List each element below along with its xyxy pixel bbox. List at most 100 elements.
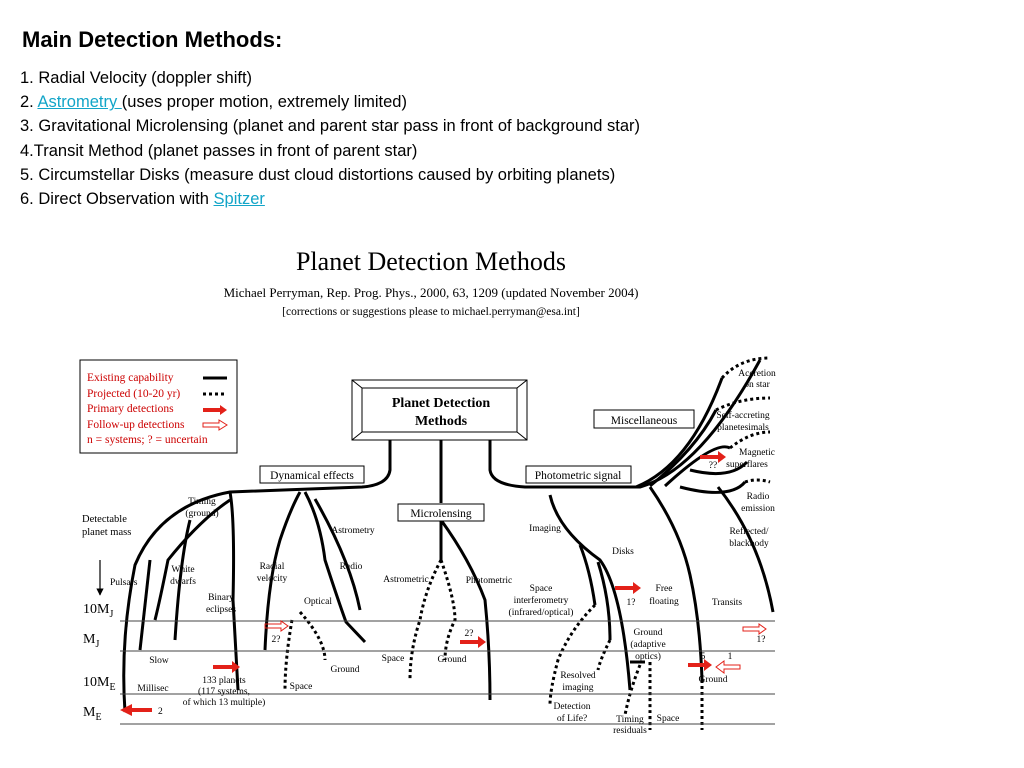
legend-note: n = systems; ? = uncertain: [87, 434, 208, 446]
label-radial-2: velocity: [257, 574, 288, 584]
label-gao-3: optics): [635, 651, 661, 662]
label-accretion-1: Accretion: [738, 369, 776, 379]
spitzer-link[interactable]: Spitzer: [213, 190, 265, 209]
label-planets-1: 133 planets: [202, 676, 246, 686]
mass-level-10mj: 10MJ: [83, 602, 113, 620]
legend: Existing capability Projected (10-20 yr)…: [79, 359, 238, 454]
figure-corrections: [corrections or suggestions please to mi…: [282, 306, 580, 318]
legend-primary: Primary detections: [87, 403, 174, 415]
list-item-microlensing: 3. Gravitational Microlensing (planet an…: [20, 114, 640, 138]
label-transits: Transits: [712, 598, 743, 608]
item-text: Radial Velocity (doppler shift): [38, 69, 253, 87]
figure-citation: Michael Perryman, Rep. Prog. Phys., 2000…: [224, 285, 639, 300]
tree-solid-lines: [122, 359, 775, 713]
item-text: (uses proper motion, extremely limited): [121, 93, 407, 112]
label-selfacc-1: Self-accreting: [716, 410, 770, 421]
group-dynamical: Dynamical effects: [270, 470, 354, 482]
item-number: 2.: [20, 93, 38, 112]
label-resolved-1: Resolved: [560, 671, 596, 681]
label-reflected-1: Reflected/: [729, 526, 768, 537]
root-box: Planet Detection Methods: [351, 379, 528, 441]
label-binary-1: Binary: [208, 593, 234, 603]
root-line1: Planet Detection: [392, 396, 491, 411]
arrow-primary-radial: [213, 661, 240, 673]
arrow-primary-transits: [688, 659, 712, 671]
label-timing-res-1: Timing: [616, 715, 644, 725]
arrow-followup-transits: [715, 660, 741, 674]
label-planets-3: of which 13 multiple): [183, 697, 266, 708]
mass-level-me: ME: [83, 705, 102, 723]
label-disks: Disks: [612, 547, 634, 557]
mass-axis-label-line2: planet mass: [82, 527, 131, 538]
item-number: 3.: [20, 117, 39, 136]
arrow-primary-free: [615, 582, 641, 594]
label-selfacc-2: planetesimals: [717, 423, 769, 433]
slide-heading: Main Detection Methods:: [22, 27, 283, 52]
legend-projected: Projected (10-20 yr): [87, 388, 180, 400]
count-tr-fu: 1: [728, 652, 733, 662]
list-item-transit: 4.Transit Method (planet passes in front…: [20, 139, 640, 163]
label-ground-transits: Ground: [698, 675, 727, 685]
figure-title: Planet Detection Methods: [296, 247, 566, 276]
label-timing-res-2: residuals: [613, 726, 647, 736]
item-number: 5.: [20, 165, 39, 184]
label-space-micro: Space: [382, 654, 405, 664]
label-planets-2: (117 systems,: [198, 686, 250, 697]
list-item-direct-observation: 6. Direct Observation with Spitzer: [20, 187, 640, 211]
count-opt-fu: 2?: [272, 635, 281, 645]
count-mag: ??: [709, 461, 717, 471]
label-timing-ground-2: (ground): [185, 508, 218, 519]
label-sint-1: Space: [530, 584, 553, 594]
legend-followup: Follow-up detections: [87, 419, 185, 431]
label-radio-em-1: Radio: [747, 492, 770, 502]
detection-arrows: 2 2? 2? 1? 5 1 1? ??: [120, 451, 767, 717]
label-space-imaging: Space: [657, 714, 680, 724]
label-space-optical: Space: [290, 682, 313, 692]
label-radio-em-2: emission: [741, 504, 775, 514]
astrometry-link[interactable]: Astrometry: [37, 93, 122, 112]
count-ms: 2: [158, 707, 163, 717]
tree-dotted-lines: [283, 356, 771, 730]
legend-existing: Existing capability: [87, 372, 174, 384]
arrow-primary-millisec: [120, 704, 152, 716]
label-sint-3: (infrared/optical): [509, 607, 574, 618]
label-magnetic-1: Magnetic: [739, 448, 775, 458]
list-item-disks: 5. Circumstellar Disks (measure dust clo…: [20, 163, 640, 187]
label-life-1: Detection: [554, 702, 591, 712]
label-sint-2: interferometry: [514, 595, 569, 606]
label-ground-optical: Ground: [330, 665, 359, 675]
label-astrometry: Astrometry: [331, 526, 375, 536]
label-millisec: Millisec: [137, 684, 168, 694]
label-free-1: Free: [656, 584, 673, 594]
label-imaging: Imaging: [529, 524, 561, 534]
item-number: 4.: [20, 141, 34, 160]
label-life-2: of Life?: [557, 713, 587, 724]
count-tr-right: 1?: [757, 635, 766, 645]
label-gao-1: Ground: [633, 628, 662, 638]
label-magnetic-2: superflares: [726, 459, 768, 470]
list-item-radial-velocity: 1. Radial Velocity (doppler shift): [20, 66, 640, 90]
mass-level-10me: 10ME: [83, 675, 116, 693]
label-binary-2: eclipses: [206, 605, 236, 615]
label-free-2: floating: [649, 596, 679, 607]
label-photometric: Photometric: [466, 576, 512, 586]
item-text: Transit Method (planet passes in front o…: [33, 141, 418, 160]
count-tr-pd: 5: [701, 652, 706, 662]
arrow-followup-right: [742, 623, 767, 635]
label-timing-ground-1: Timing: [188, 497, 216, 507]
arrow-followup-optical: [264, 620, 289, 632]
item-text: Circumstellar Disks (measure dust cloud …: [38, 165, 616, 184]
item-text: Direct Observation with: [38, 190, 214, 209]
label-pulsars: Pulsars: [110, 578, 138, 588]
item-text: Gravitational Microlensing (planet and p…: [38, 117, 641, 136]
label-radial-1: Radial: [260, 562, 285, 572]
group-microlensing: Microlensing: [410, 508, 472, 520]
label-resolved-2: imaging: [562, 683, 593, 693]
label-astrometric: Astrometric: [383, 575, 428, 585]
item-number: 6.: [20, 190, 39, 209]
count-micro-pd: 2?: [465, 629, 474, 639]
label-white-1: White: [171, 565, 194, 575]
label-optical: Optical: [304, 597, 332, 607]
group-photometric: Photometric signal: [535, 470, 622, 482]
